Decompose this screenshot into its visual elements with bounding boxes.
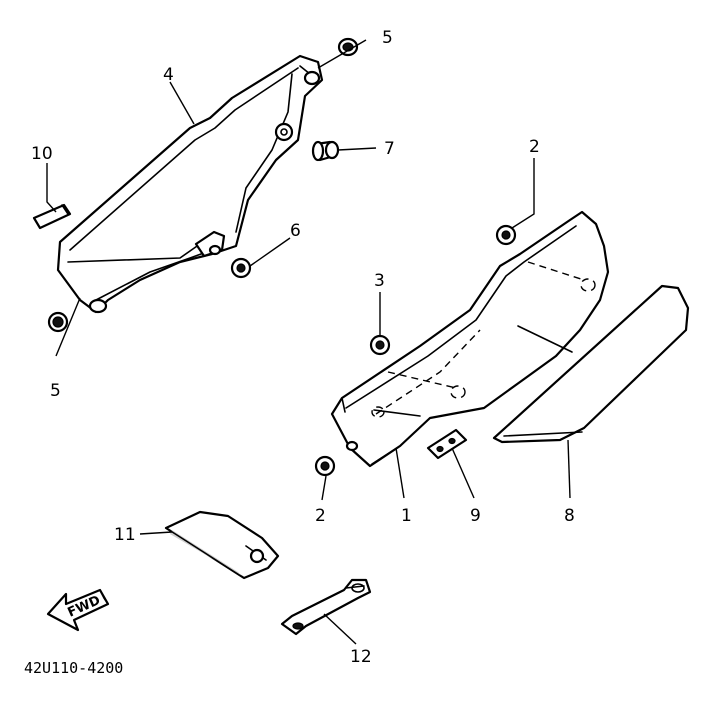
clip-part-9 (426, 428, 468, 460)
callout-3: 3 (374, 271, 385, 291)
callout-6: 6 (290, 221, 301, 241)
callout-8: 8 (564, 506, 575, 526)
grommet-part-5-lower (47, 311, 69, 333)
callout-5-top: 5 (382, 28, 393, 48)
callout-1: 1 (401, 506, 412, 526)
grommet-part-2-upper (495, 224, 517, 246)
upper-bracket-part-4 (56, 54, 324, 314)
side-cover-part-1 (330, 210, 610, 468)
cover-pad-part-11 (164, 510, 280, 580)
callout-5-bottom: 5 (50, 381, 61, 401)
side-panel-part-8 (492, 284, 690, 444)
callout-12: 12 (350, 647, 372, 667)
collar-part-7 (311, 140, 340, 162)
callout-9: 9 (470, 506, 481, 526)
leader-lines (46, 39, 571, 645)
callout-labels: 4 5 10 7 2 6 3 5 2 1 9 8 11 12 (31, 28, 575, 667)
callout-7: 7 (384, 139, 395, 159)
callout-10: 10 (31, 144, 53, 164)
grommet-part-3 (369, 334, 391, 356)
strap-part-12 (280, 578, 372, 636)
drawing-code: 42U110-4200 (24, 659, 123, 677)
callout-2-bottom: 2 (315, 506, 326, 526)
grommet-part-2-lower (314, 455, 336, 477)
callout-2-top: 2 (529, 137, 540, 157)
forward-direction-arrow: FWD (46, 588, 110, 632)
grommet-part-6 (230, 257, 252, 279)
callout-4: 4 (163, 65, 174, 85)
callout-11: 11 (114, 525, 136, 545)
